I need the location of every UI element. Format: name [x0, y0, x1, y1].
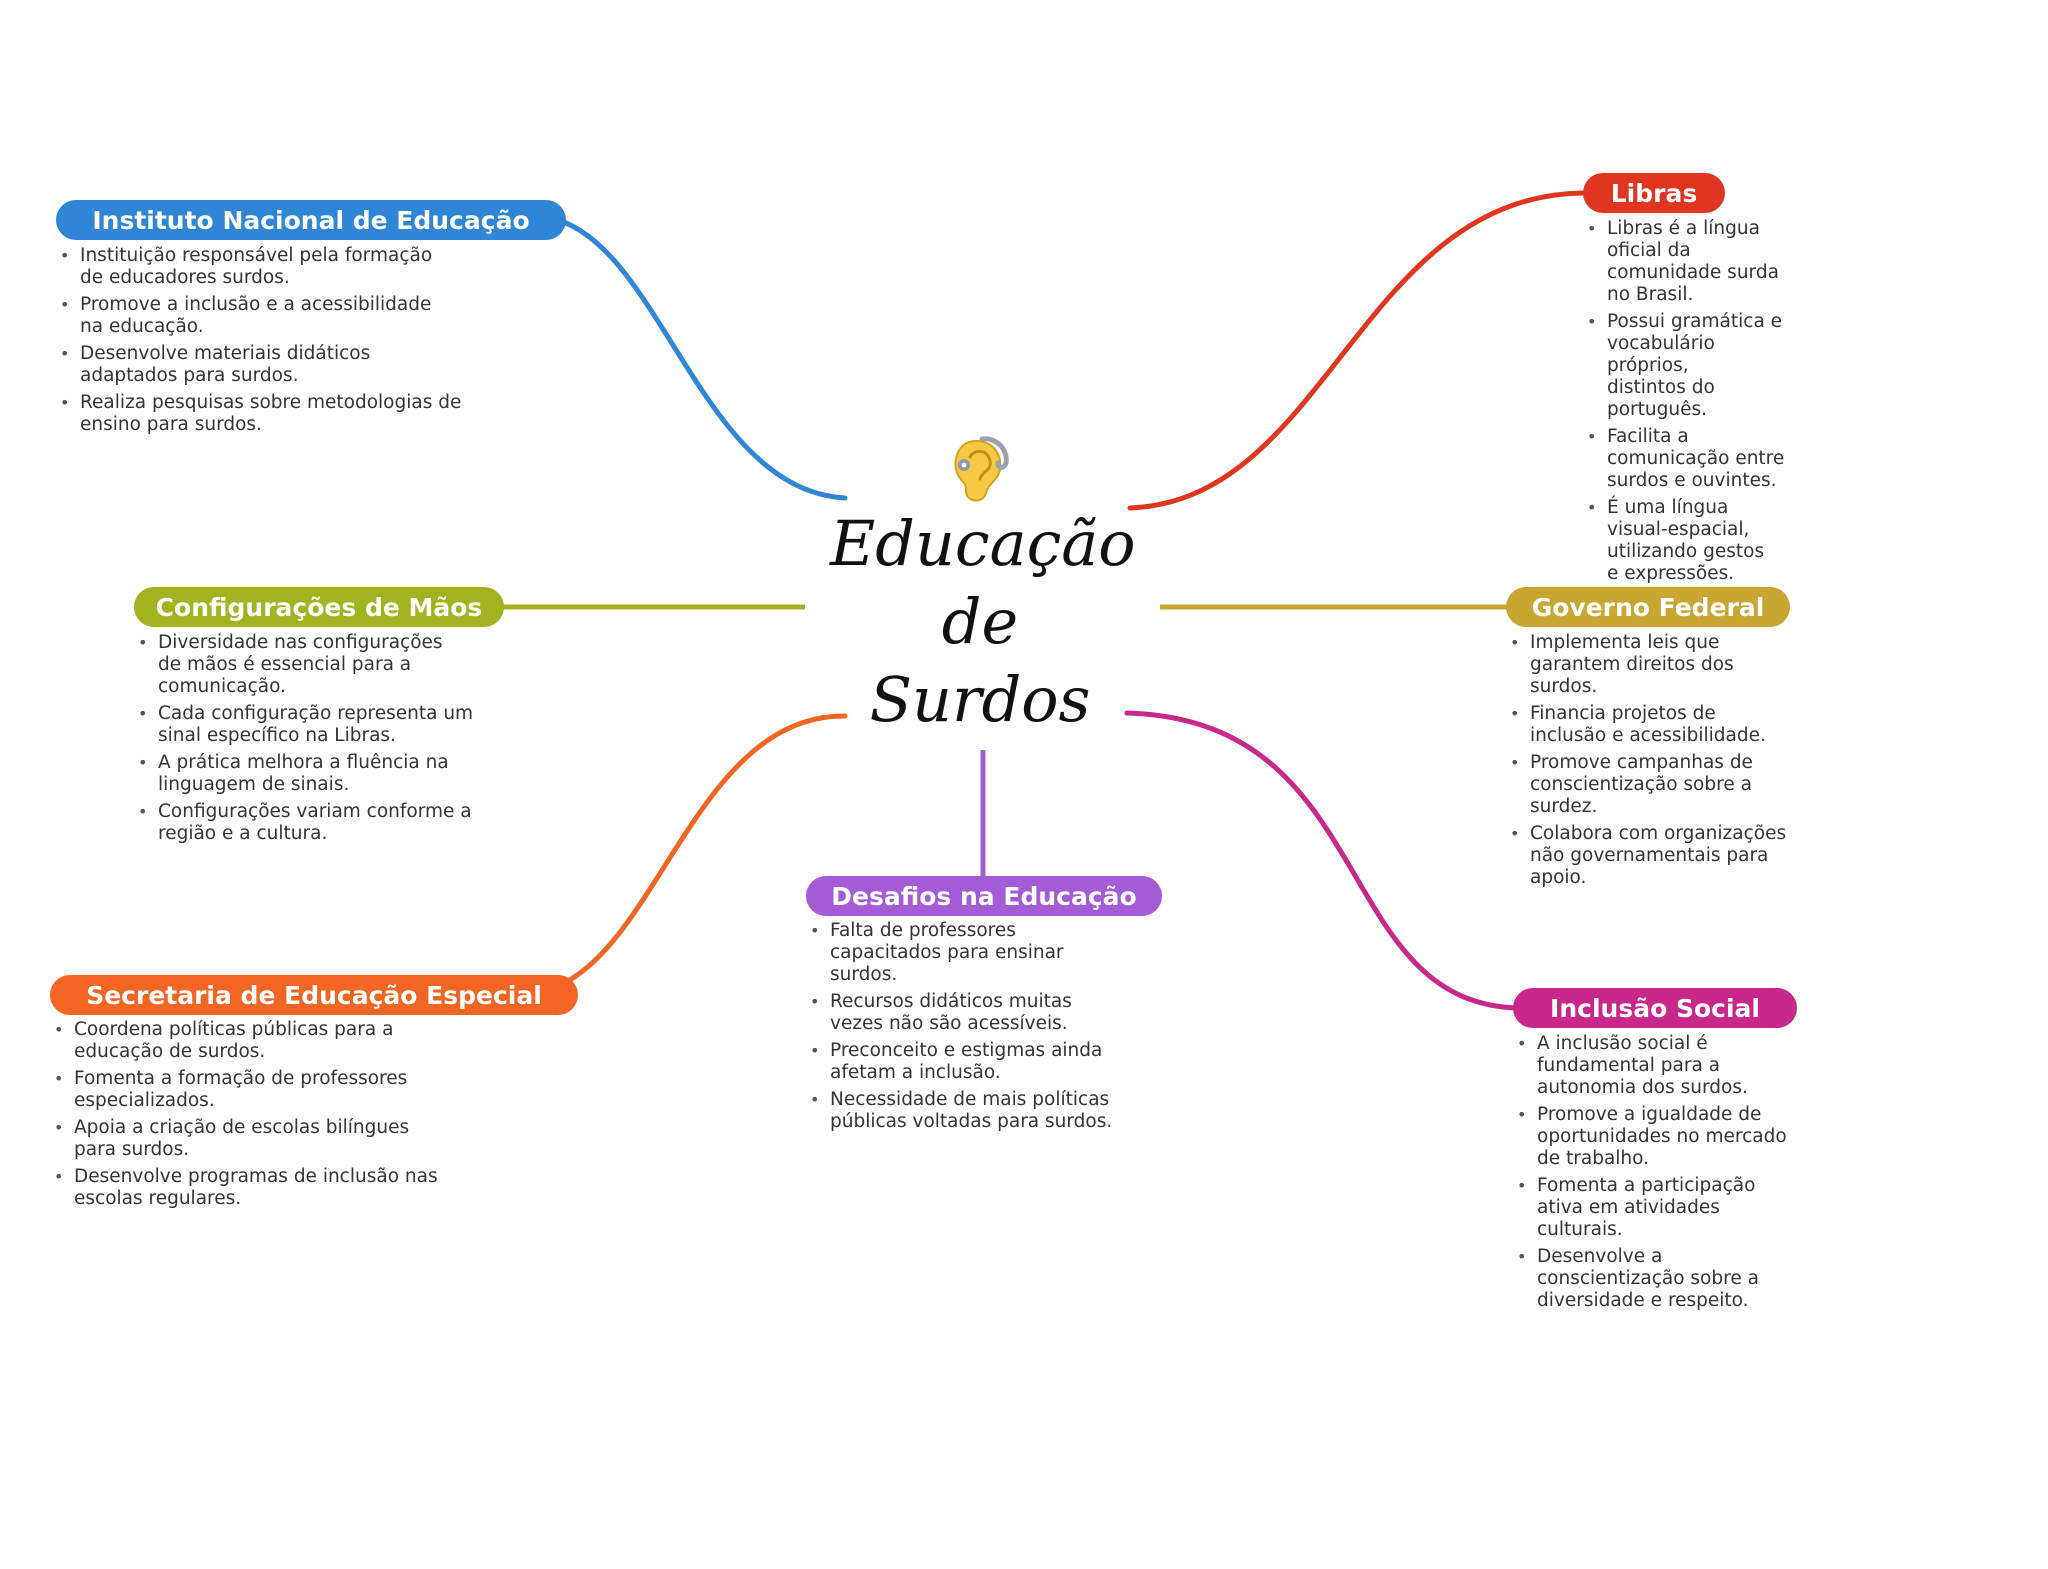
branch-instituto-title: Instituto Nacional de Educação — [56, 200, 566, 240]
list-item: Promove campanhas de conscientização sob… — [1508, 752, 1786, 818]
list-item: Financia projetos de inclusão e acessibi… — [1508, 703, 1786, 747]
list-item: Desenvolve programas de inclusão nas esc… — [52, 1166, 438, 1210]
connector-secretaria — [557, 713, 848, 988]
list-item: Implementa leis que garantem direitos do… — [1508, 632, 1786, 698]
list-item: Desenvolve materiais didáticos adaptados… — [58, 343, 461, 387]
list-item: Recursos didáticos muitas vezes não são … — [808, 991, 1112, 1035]
list-item: Configurações variam conforme a região e… — [136, 801, 473, 845]
central-topic: Educação de Surdos — [830, 435, 1136, 755]
list-item: É uma língua visual-espacial, utilizando… — [1585, 497, 1784, 585]
branch-libras-list: Libras é a língua oficial da comunidade … — [1585, 218, 1784, 590]
list-item: Desenvolve a conscientização sobre a div… — [1515, 1246, 1787, 1312]
list-item: Possui gramática e vocabulário próprios,… — [1585, 311, 1784, 421]
list-item: Promove a inclusão e a acessibilidade na… — [58, 294, 461, 338]
branch-instituto-list: Instituição responsável pela formação de… — [58, 245, 461, 441]
list-item: Instituição responsável pela formação de… — [58, 245, 461, 289]
branch-governo-list: Implementa leis que garantem direitos do… — [1508, 632, 1786, 894]
list-item: Promove a igualdade de oportunidades no … — [1515, 1104, 1787, 1170]
list-item: Necessidade de mais políticas públicas v… — [808, 1089, 1112, 1133]
ear-with-hearing-aid-icon — [954, 436, 1009, 502]
list-item: Realiza pesquisas sobre metodologias de … — [58, 392, 461, 436]
list-item: Fomenta a formação de professores especi… — [52, 1068, 438, 1112]
list-item: Falta de professores capacitados para en… — [808, 920, 1112, 986]
branch-libras-title: Libras — [1583, 173, 1725, 213]
branch-configuracoes-list: Diversidade nas configurações de mãos é … — [136, 632, 473, 850]
list-item: Libras é a língua oficial da comunidade … — [1585, 218, 1784, 306]
connector-inclusao — [1124, 710, 1523, 1011]
list-item: Diversidade nas configurações de mãos é … — [136, 632, 473, 698]
list-item: Colabora com organizações não governamen… — [1508, 823, 1786, 889]
branch-secretaria-list: Coordena políticas públicas para a educa… — [52, 1019, 438, 1215]
branch-inclusao-title: Inclusão Social — [1513, 988, 1797, 1028]
list-item: Coordena políticas públicas para a educa… — [52, 1019, 438, 1063]
list-item: Apoia a criação de escolas bilíngues par… — [52, 1117, 438, 1161]
branch-desafios-title: Desafios na Educação — [806, 876, 1162, 916]
branch-desafios-list: Falta de professores capacitados para en… — [808, 920, 1112, 1138]
list-item: A prática melhora a fluência na linguage… — [136, 752, 473, 796]
branch-secretaria-title: Secretaria de Educação Especial — [50, 975, 578, 1015]
branch-configuracoes-title: Configurações de Mãos — [134, 587, 504, 627]
list-item: Cada configuração representa um sinal es… — [136, 703, 473, 747]
list-item: Fomenta a participação ativa em atividad… — [1515, 1175, 1787, 1241]
list-item: Preconceito e estigmas ainda afetam a in… — [808, 1040, 1112, 1084]
list-item: A inclusão social é fundamental para a a… — [1515, 1033, 1787, 1099]
list-item: Facilita a comunicação entre surdos e ou… — [1585, 426, 1784, 492]
connector-libras — [1127, 190, 1593, 511]
central-title: Educação de Surdos — [830, 507, 1136, 736]
connector-instituto — [547, 215, 848, 501]
branch-inclusao-list: A inclusão social é fundamental para a a… — [1515, 1033, 1787, 1317]
branch-governo-title: Governo Federal — [1506, 587, 1790, 627]
